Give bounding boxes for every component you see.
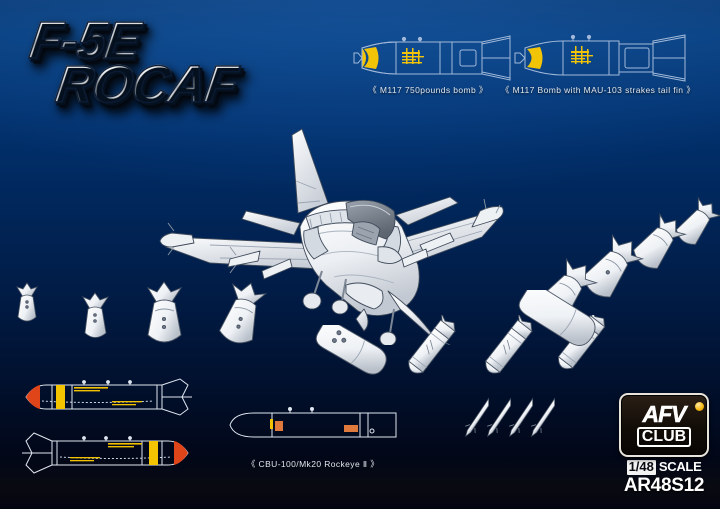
logo-club-text: CLUB	[636, 427, 692, 448]
scale-label: SCALE	[658, 459, 702, 475]
unguided-rocket-group	[465, 397, 556, 438]
m117-750pound-bomb-blueprint	[353, 35, 511, 81]
cbu-100-dispenser-side-view-lower	[22, 432, 189, 474]
f-5e-aircraft-illustration	[159, 128, 504, 345]
title-line-2: ROCAF	[51, 55, 241, 115]
logo-afv-text: AFV	[642, 401, 687, 428]
brand-block: AFV CLUB 1/48 SCALE AR48S12	[618, 393, 710, 497]
rockeye-dispenser-large	[518, 290, 596, 346]
caption-cbu100-mk20: 《 CBU-100/Mk20 Rockeye Ⅱ 》	[246, 459, 380, 469]
scale-badge: 1/48 SCALE	[618, 459, 710, 475]
fuel-tank	[315, 325, 387, 375]
logo-dot-icon	[695, 402, 704, 412]
kit-number: AR48S12	[623, 475, 705, 496]
afv-club-logo: AFV CLUB	[619, 393, 709, 458]
m117-mau103-strake-bomb-blueprint	[514, 34, 686, 82]
cbu-100-dispenser-side-view-upper	[25, 378, 192, 416]
mk82-bomb-row-left	[16, 281, 268, 344]
scale-value: 1/48	[626, 459, 656, 475]
cbu-100-mk20-outline-top-view	[229, 407, 397, 438]
caption-m117-750: 《 M117 750pounds bomb 》	[368, 85, 488, 95]
caption-m117-mau103: 《 M117 Bomb with MAU-103 strakes tail fi…	[500, 85, 696, 95]
product-title: F-5E ROCAF	[25, 11, 241, 114]
